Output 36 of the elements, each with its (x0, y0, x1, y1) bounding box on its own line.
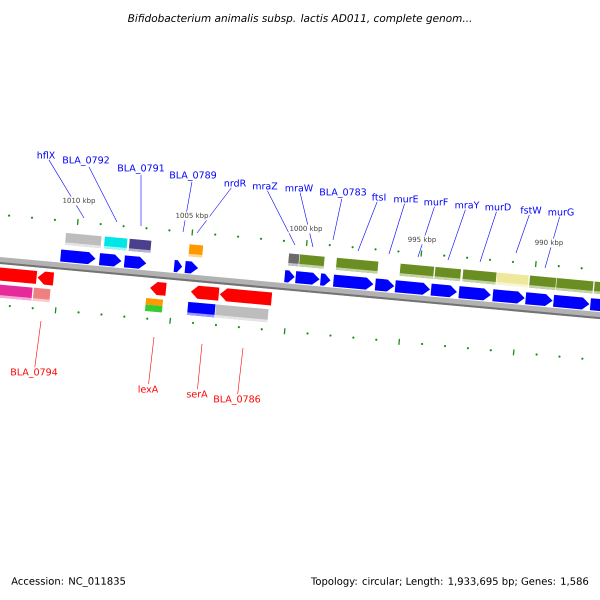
gene-label: mraY (455, 201, 480, 209)
leader-line (140, 174, 142, 226)
gene-label: BLA_0791 (118, 164, 164, 174)
gene-label: BLA_0786 (214, 395, 260, 405)
gene-label: lexA (138, 385, 158, 393)
gene-label: mraZ (253, 182, 278, 190)
gene-label: ftsI (372, 193, 386, 201)
gene-label: BLA_0783 (320, 188, 366, 198)
leader-line (332, 198, 342, 240)
gene-label: murF (424, 198, 448, 206)
gene-label: mraW (286, 184, 313, 192)
leader-line (237, 348, 244, 394)
gene-label: BLA_0794 (11, 368, 58, 378)
leader-line (388, 203, 405, 254)
gene-label: murG (548, 208, 574, 216)
gene-label: BLA_0789 (170, 171, 216, 181)
leader-line (196, 188, 232, 234)
leader-line (267, 190, 296, 246)
footer-text: Accession: NC_011835 (10, 576, 127, 588)
leader-line (516, 214, 530, 254)
gene-label: murD (486, 203, 511, 211)
leader-line (480, 211, 497, 262)
gene-label: nrdR (224, 179, 246, 187)
leader-line (34, 320, 42, 368)
title: Bifidobacterium animalis subsp. lactis AD011, complete genom... (128, 14, 471, 24)
gene-label: murE (394, 195, 418, 203)
leader-line (197, 344, 202, 390)
gene-label: BLA_0792 (63, 156, 109, 166)
leader-line (358, 202, 378, 252)
gene-label: hflX (38, 151, 55, 159)
gene-label: serA (186, 390, 208, 398)
gene-label: fstW (520, 206, 542, 214)
leader-line (88, 166, 118, 222)
leader-line (148, 336, 154, 384)
leader-line (448, 209, 466, 260)
footer-text: Topology: circular; Length: 1,933,695 bp; Genes: 1,586 (310, 576, 590, 588)
